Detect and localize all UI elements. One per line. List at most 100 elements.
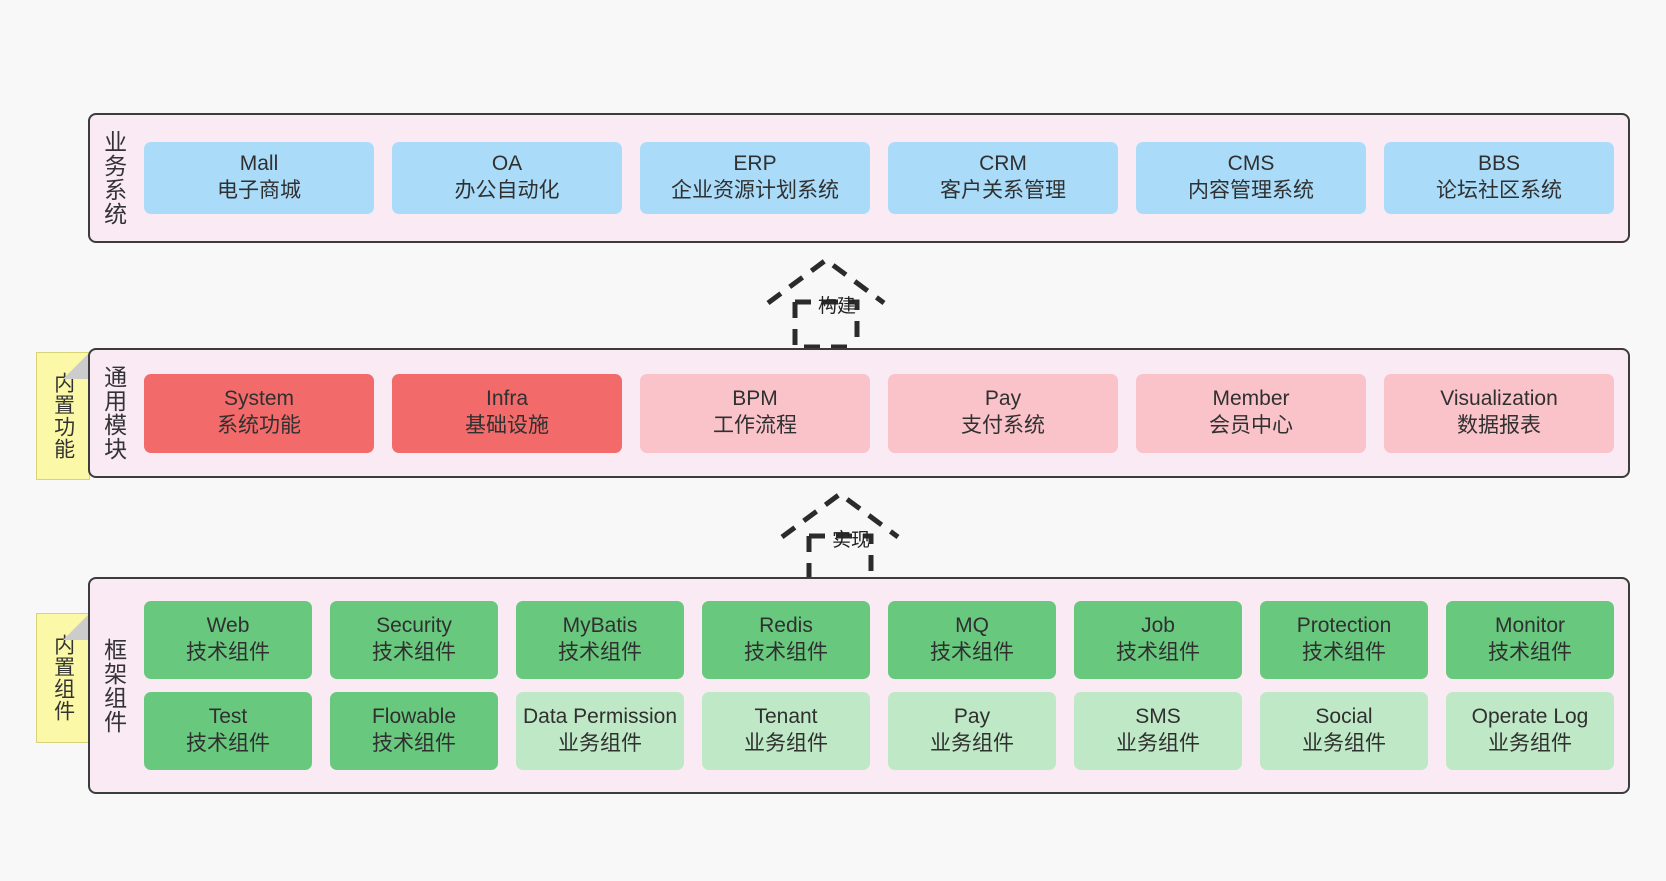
module-name: Infra [485, 387, 529, 411]
module-card-bpm[interactable]: BPM 工作流程 [640, 373, 870, 453]
component-card-redis[interactable]: Redis 技术组件 [702, 601, 870, 679]
component-desc: 业务组件 [1488, 732, 1572, 755]
module-desc: 电子商城 [217, 179, 301, 202]
framework-component-row-business: Test 技术组件 Flowable 技术组件 Data Permission … [144, 692, 1614, 770]
note-builtin-component: 内置组件 [36, 613, 90, 743]
component-name: Tenant [754, 705, 818, 729]
component-name: Operate Log [1471, 705, 1589, 729]
module-desc: 客户关系管理 [940, 179, 1066, 202]
note-builtin-function: 内置功能 [36, 352, 90, 480]
module-card-oa[interactable]: OA 办公自动化 [392, 142, 622, 214]
generalization-arrow-implement: 实现 [776, 489, 926, 584]
component-name: Data Permission [522, 705, 678, 729]
layer-business-system-body: Mall 电子商城 OA 办公自动化 ERP 企业资源计划系统 CRM 客户关系… [136, 115, 1628, 241]
component-name: SMS [1135, 705, 1181, 729]
component-name: Social [1315, 705, 1373, 729]
component-desc: 技术组件 [1116, 641, 1200, 664]
module-card-pay[interactable]: Pay 支付系统 [888, 373, 1118, 453]
module-name: ERP [733, 152, 777, 176]
module-desc: 基础设施 [465, 414, 549, 437]
layer-common-module-title: 通用模块 [100, 365, 127, 461]
component-card-tenant[interactable]: Tenant 业务组件 [702, 692, 870, 770]
module-desc: 支付系统 [961, 414, 1045, 437]
note-builtin-function-label: 内置功能 [51, 372, 75, 460]
layer-business-system: 业务系统 Mall 电子商城 OA 办公自动化 ERP 企业资源计划系统 CRM… [88, 113, 1630, 243]
component-card-operate-log[interactable]: Operate Log 业务组件 [1446, 692, 1614, 770]
module-card-cms[interactable]: CMS 内容管理系统 [1136, 142, 1366, 214]
module-card-mall[interactable]: Mall 电子商城 [144, 142, 374, 214]
component-desc: 技术组件 [372, 732, 456, 755]
module-card-crm[interactable]: CRM 客户关系管理 [888, 142, 1118, 214]
module-name: CMS [1227, 152, 1275, 176]
note-builtin-component-label: 内置组件 [51, 634, 75, 722]
module-card-bbs[interactable]: BBS 论坛社区系统 [1384, 142, 1614, 214]
component-card-job[interactable]: Job 技术组件 [1074, 601, 1242, 679]
module-desc: 会员中心 [1209, 414, 1293, 437]
layer-framework-component-title: 框架组件 [100, 637, 127, 734]
module-desc: 论坛社区系统 [1436, 179, 1562, 202]
module-desc: 企业资源计划系统 [671, 179, 839, 202]
module-name: BPM [732, 387, 778, 411]
component-desc: 技术组件 [186, 732, 270, 755]
component-card-pay[interactable]: Pay 业务组件 [888, 692, 1056, 770]
module-card-infra[interactable]: Infra 基础设施 [392, 373, 622, 453]
module-name: CRM [979, 152, 1027, 176]
module-name: OA [491, 152, 523, 176]
component-card-data-permission[interactable]: Data Permission 业务组件 [516, 692, 684, 770]
component-name: Monitor [1494, 614, 1566, 638]
component-card-sms[interactable]: SMS 业务组件 [1074, 692, 1242, 770]
component-name: Pay [953, 705, 991, 729]
component-name: Job [1141, 614, 1175, 638]
layer-common-module: 通用模块 System 系统功能 Infra 基础设施 BPM 工作流程 Pay… [88, 348, 1630, 478]
layer-framework-component-body: Web 技术组件 Security 技术组件 MyBatis 技术组件 Redi… [136, 579, 1628, 792]
dashed-hollow-arrow-icon [766, 256, 886, 350]
generalization-arrow-build: 构建 [762, 255, 912, 350]
component-card-flowable[interactable]: Flowable 技术组件 [330, 692, 498, 770]
framework-component-row-tech: Web 技术组件 Security 技术组件 MyBatis 技术组件 Redi… [144, 601, 1614, 679]
component-card-security[interactable]: Security 技术组件 [330, 601, 498, 679]
module-card-erp[interactable]: ERP 企业资源计划系统 [640, 142, 870, 214]
module-name: Mall [239, 152, 279, 176]
component-desc: 技术组件 [372, 641, 456, 664]
component-desc: 技术组件 [930, 641, 1014, 664]
module-name: Member [1212, 387, 1290, 411]
component-name: Redis [759, 614, 813, 638]
component-name: Protection [1296, 614, 1392, 638]
component-desc: 业务组件 [744, 732, 828, 755]
module-desc: 内容管理系统 [1188, 179, 1314, 202]
component-desc: 技术组件 [1302, 641, 1386, 664]
component-card-test[interactable]: Test 技术组件 [144, 692, 312, 770]
business-system-row: Mall 电子商城 OA 办公自动化 ERP 企业资源计划系统 CRM 客户关系… [144, 142, 1614, 214]
component-desc: 业务组件 [1302, 732, 1386, 755]
component-name: Test [208, 705, 248, 729]
component-name: Flowable [371, 705, 457, 729]
component-desc: 业务组件 [558, 732, 642, 755]
module-card-system[interactable]: System 系统功能 [144, 373, 374, 453]
module-name: Pay [984, 387, 1022, 411]
module-name: Visualization [1440, 387, 1558, 411]
arrow-label-build: 构建 [817, 296, 857, 317]
module-name: System [223, 387, 294, 411]
component-desc: 技术组件 [744, 641, 828, 664]
layer-business-system-title: 业务系统 [100, 130, 127, 226]
component-name: Web [206, 614, 250, 638]
layer-common-module-body: System 系统功能 Infra 基础设施 BPM 工作流程 Pay 支付系统… [136, 350, 1628, 476]
module-card-visualization[interactable]: Visualization 数据报表 [1384, 373, 1614, 453]
component-desc: 业务组件 [1116, 732, 1200, 755]
component-card-mybatis[interactable]: MyBatis 技术组件 [516, 601, 684, 679]
component-card-protection[interactable]: Protection 技术组件 [1260, 601, 1428, 679]
component-card-monitor[interactable]: Monitor 技术组件 [1446, 601, 1614, 679]
component-desc: 技术组件 [186, 641, 270, 664]
module-desc: 工作流程 [713, 414, 797, 437]
module-card-member[interactable]: Member 会员中心 [1136, 373, 1366, 453]
module-desc: 数据报表 [1457, 414, 1541, 437]
component-card-mq[interactable]: MQ 技术组件 [888, 601, 1056, 679]
component-card-web[interactable]: Web 技术组件 [144, 601, 312, 679]
module-desc: 系统功能 [217, 414, 301, 437]
module-name: BBS [1477, 152, 1521, 176]
module-desc: 办公自动化 [454, 179, 560, 202]
component-card-social[interactable]: Social 业务组件 [1260, 692, 1428, 770]
component-desc: 业务组件 [930, 732, 1014, 755]
layer-framework-component: 框架组件 Web 技术组件 Security 技术组件 MyBatis 技术组件… [88, 577, 1630, 794]
